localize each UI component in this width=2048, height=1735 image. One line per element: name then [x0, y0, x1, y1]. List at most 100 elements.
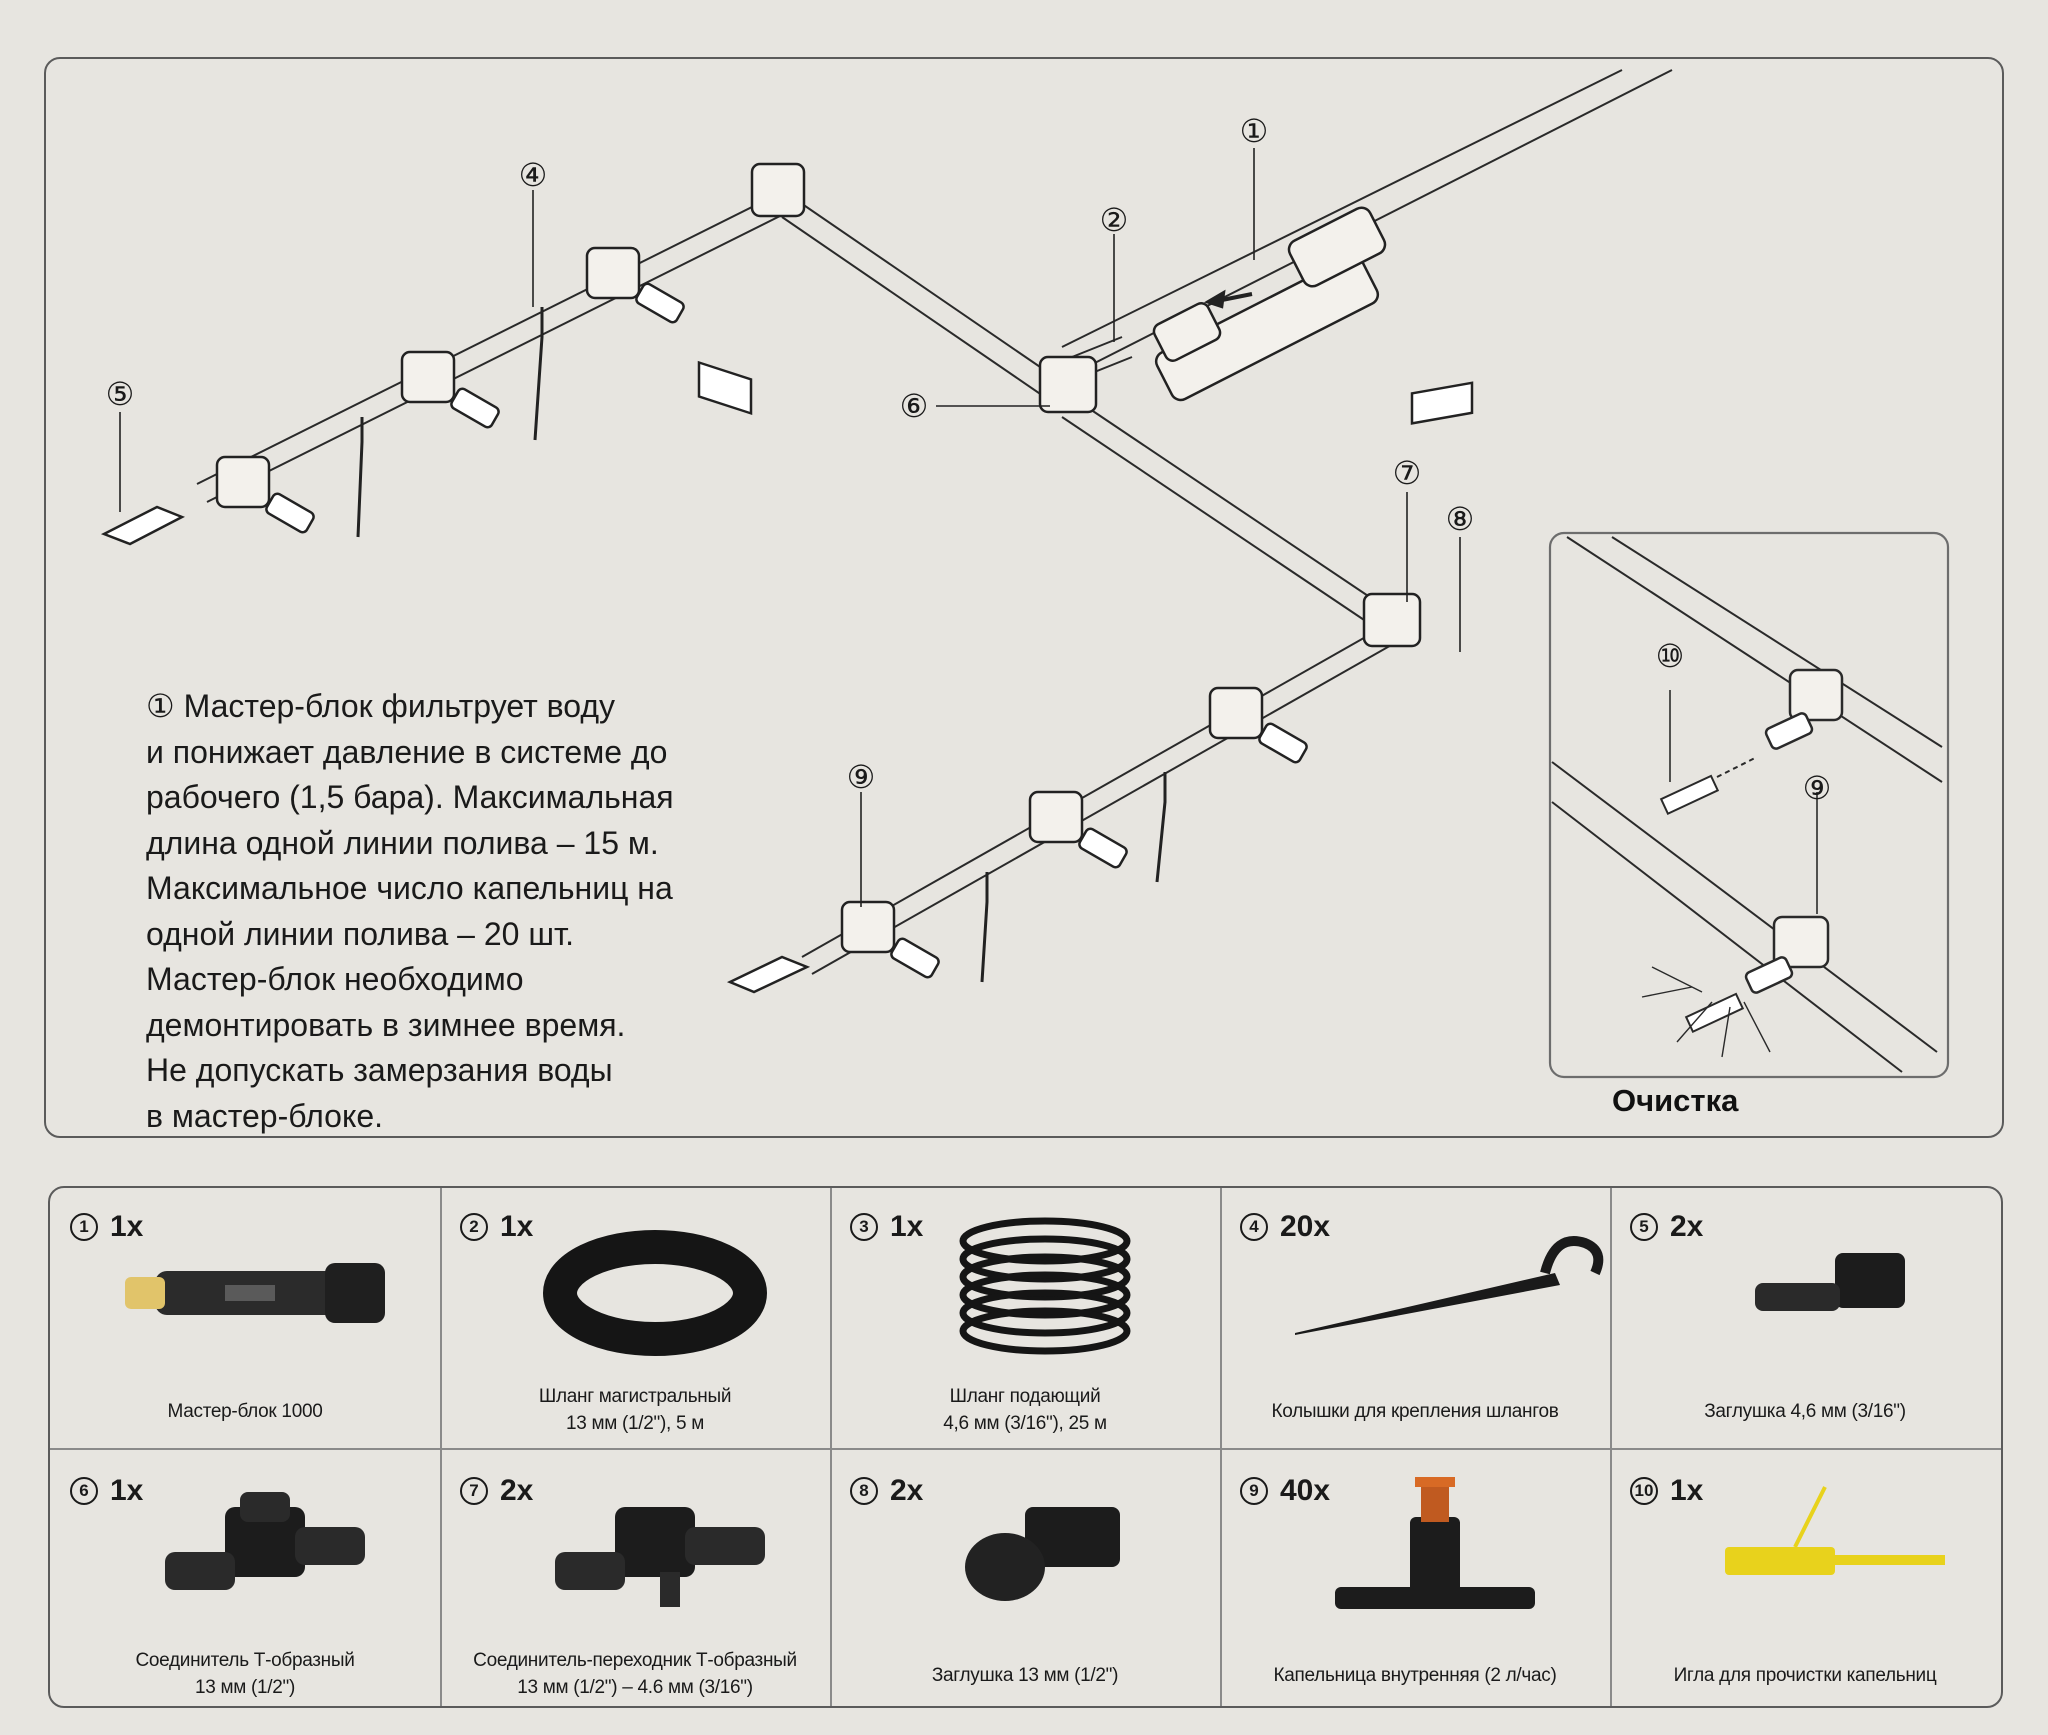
part-qty-text: 1x	[110, 1210, 144, 1243]
instructions-line: и понижает давление в системе до	[146, 733, 668, 770]
part-label-line: Колышки для крепления шлангов	[1271, 1401, 1559, 1422]
instructions-line: ① Мастер-блок фильтрует воду	[146, 688, 616, 724]
callout-4: ④	[519, 156, 548, 194]
instructions-line: Максимальное число капельниц на	[146, 870, 673, 906]
part-qty-text: 20x	[1280, 1210, 1331, 1243]
part-label-line: 13 мм (1/2")	[194, 1677, 296, 1698]
part-label: Шланг подающий 4,6 мм (3/16"), 25 м	[834, 1383, 1216, 1437]
part-quantity: 7 2x	[460, 1474, 533, 1508]
part-qty-text: 40x	[1280, 1474, 1331, 1507]
callout-10-inset: ⑩	[1656, 637, 1685, 675]
callout-8: ⑧	[1446, 500, 1475, 538]
end-plug-large-icon	[965, 1507, 1120, 1601]
diagram-end-plug-upper-left	[100, 505, 185, 546]
part-number-badge: 6	[70, 1477, 98, 1505]
part-number-badge: 9	[1240, 1477, 1268, 1505]
end-plug-small-icon	[1755, 1253, 1905, 1311]
diagram-end-plug-top	[750, 162, 806, 218]
part-qty-text: 2x	[1670, 1210, 1704, 1243]
instructions-text: ① Мастер-блок фильтрует воду и понижает д…	[146, 684, 786, 1139]
cleaning-needle-icon	[1725, 1486, 1945, 1575]
callout-6: ⑥	[900, 387, 929, 425]
part-quantity: 1 1x	[70, 1210, 143, 1244]
diagram-t-connector	[1038, 355, 1098, 414]
instructions-line: рабочего (1,5 бара). Максимальная	[146, 779, 674, 815]
part-qty-text: 2x	[890, 1474, 924, 1507]
part-quantity: 9 40x	[1240, 1474, 1330, 1508]
hose-stake-icon	[1295, 1236, 1604, 1335]
part-number-badge: 10	[1630, 1477, 1658, 1505]
part-label-line: Соединитель-переходник Т-образный	[473, 1650, 797, 1671]
diagram-end-plug-lower-left	[726, 955, 811, 994]
instructions-line: в мастер-блоке.	[146, 1097, 383, 1134]
part-quantity: 5 2x	[1630, 1210, 1703, 1244]
t-connector-icon	[165, 1492, 365, 1590]
callout-9-inset: ⑨	[1803, 769, 1832, 807]
t-adapter-icon	[555, 1507, 765, 1607]
main-hose-coil-icon	[543, 1230, 767, 1356]
callout-7: ⑦	[1393, 454, 1422, 492]
part-qty-text: 1x	[890, 1210, 924, 1243]
part-label: Колышки для крепления шлангов	[1224, 1398, 1606, 1425]
part-label: Капельница внутренняя (2 л/час)	[1224, 1662, 1606, 1689]
callout-9: ⑨	[847, 758, 876, 796]
instructions-line: длина одной линии полива – 15 м.	[146, 824, 659, 861]
table-column-divider	[830, 1188, 832, 1706]
part-quantity: 6 1x	[70, 1474, 143, 1508]
part-number-badge: 7	[460, 1477, 488, 1505]
part-label-line: Соединитель Т-образный	[135, 1650, 355, 1671]
part-quantity: 10 1x	[1630, 1474, 1703, 1508]
assembly-diagram: ① ② ④ ⑤ ⑥ ⑦ ⑧ ⑨ ⑩ ⑨	[100, 69, 1950, 1079]
callout-5: ⑤	[106, 375, 135, 413]
instructions-line: Не допускать замерзания воды	[146, 1052, 613, 1088]
part-qty-text: 1x	[110, 1474, 144, 1507]
part-label-line: Шланг подающий	[949, 1386, 1101, 1407]
assembly-diagram-panel: ① ② ④ ⑤ ⑥ ⑦ ⑧ ⑨ ⑩ ⑨ ① Мастер-блок фильтр…	[44, 57, 2004, 1138]
supply-hose-coil-icon	[959, 1217, 1131, 1355]
part-number-badge: 3	[850, 1213, 878, 1241]
part-qty-text: 1x	[1670, 1474, 1704, 1507]
part-label: Заглушка 13 мм (1/2")	[834, 1662, 1216, 1689]
table-column-divider	[1220, 1188, 1222, 1706]
part-label: Соединитель Т-образный 13 мм (1/2")	[54, 1647, 436, 1701]
table-column-divider	[440, 1188, 442, 1706]
callout-1: ①	[1240, 112, 1269, 150]
part-label-line: Капельница внутренняя (2 л/час)	[1273, 1665, 1557, 1686]
part-label-line: 4,6 мм (3/16"), 25 м	[943, 1413, 1107, 1434]
part-label-line: Заглушка 4,6 мм (3/16")	[1704, 1401, 1906, 1422]
part-label-line: Шланг магистральный	[538, 1386, 732, 1407]
master-block-icon	[125, 1263, 385, 1323]
instructions-line: демонтировать в зимнее время.	[146, 1006, 626, 1043]
diagram-master-block	[1152, 206, 1387, 402]
part-number-badge: 5	[1630, 1213, 1658, 1241]
part-number-badge: 4	[1240, 1213, 1268, 1241]
instructions-line: одной линии полива – 20 шт.	[146, 915, 574, 952]
part-quantity: 8 2x	[850, 1474, 923, 1508]
part-number-badge: 2	[460, 1213, 488, 1241]
part-number-badge: 1	[70, 1213, 98, 1241]
table-column-divider	[1610, 1188, 1612, 1706]
part-label: Игла для прочистки капельниц	[1614, 1662, 1996, 1689]
part-label-line: Игла для прочистки капельниц	[1673, 1665, 1937, 1686]
inline-dripper-icon	[1335, 1477, 1535, 1609]
callout-2: ②	[1100, 201, 1129, 239]
part-number-badge: 8	[850, 1477, 878, 1505]
part-qty-text: 2x	[500, 1474, 534, 1507]
inset-label: Очистка	[1612, 1083, 1739, 1118]
part-label: Заглушка 4,6 мм (3/16")	[1614, 1398, 1996, 1425]
part-quantity: 3 1x	[850, 1210, 923, 1244]
table-row-divider	[50, 1448, 2001, 1450]
